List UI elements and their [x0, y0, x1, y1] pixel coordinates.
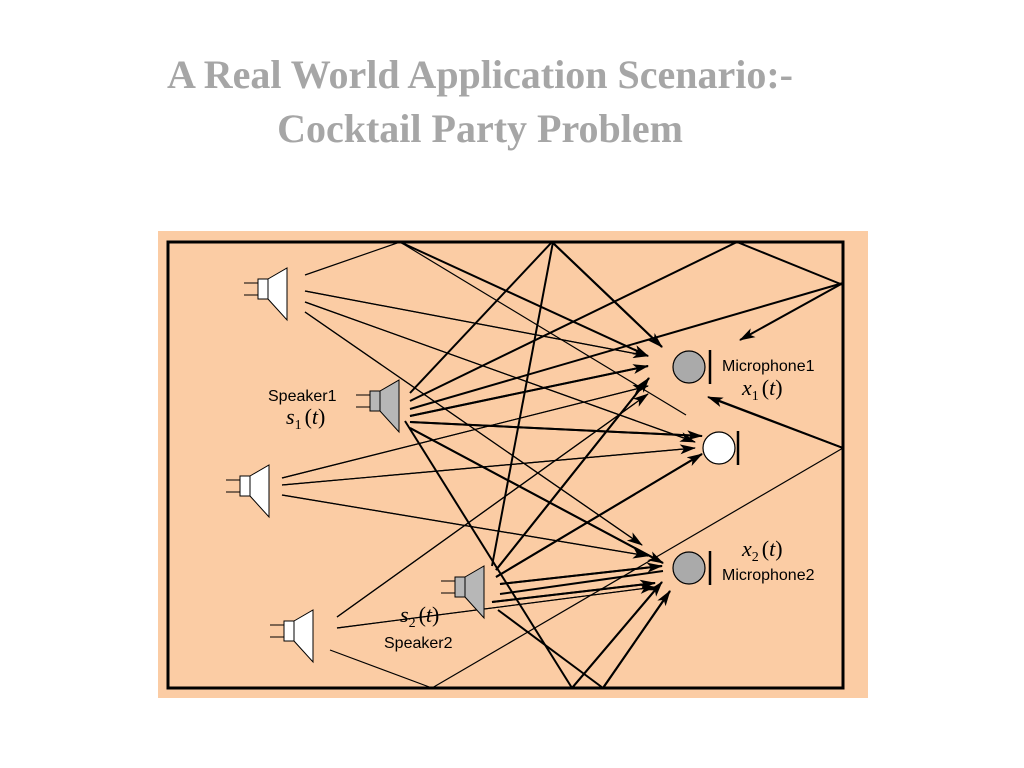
title-line-2: Cocktail Party Problem — [277, 106, 683, 151]
arrow — [739, 282, 844, 341]
arrow — [336, 583, 656, 629]
speaker-icon — [441, 565, 485, 620]
arrow — [495, 377, 650, 571]
slide-title: A Real World Application Scenario:- Cock… — [0, 48, 960, 156]
microphone2-label: Microphone2 — [722, 567, 815, 584]
arrow — [707, 396, 844, 449]
arrow — [499, 562, 663, 585]
room-walls — [166, 240, 845, 690]
path-line — [497, 609, 604, 689]
arrow — [409, 427, 664, 564]
microphone-icon — [702, 431, 740, 465]
path-line — [491, 241, 554, 567]
arrow — [495, 453, 703, 578]
arrow — [281, 444, 696, 486]
speaker-icon — [226, 464, 270, 519]
path-line — [409, 241, 553, 394]
microphone-icon — [672, 350, 712, 384]
speaker1-signal: s1(t) — [286, 404, 325, 433]
arrow-group — [281, 241, 844, 689]
arrow — [304, 311, 643, 546]
speaker-icon — [270, 609, 314, 664]
path-line — [329, 649, 433, 689]
speaker2-signal: s2(t) — [400, 602, 439, 631]
path-line — [499, 570, 664, 595]
microphone1-signal: x1(t) — [741, 375, 783, 404]
arrow — [409, 364, 649, 417]
speaker2-label: Speaker2 — [384, 635, 453, 652]
arrow — [281, 384, 649, 479]
title-line-1: A Real World Application Scenario:- — [167, 52, 793, 97]
arrow — [571, 581, 663, 689]
speaker-icon — [244, 267, 288, 322]
path-line — [736, 241, 844, 286]
microphone-icon — [672, 551, 712, 585]
speaker1-label: Speaker1 — [268, 388, 337, 405]
arrow — [491, 579, 656, 603]
microphone2-signal: x2(t) — [741, 536, 783, 565]
arrow — [602, 590, 671, 689]
arrow — [304, 290, 649, 359]
arrow — [409, 421, 703, 441]
arrow — [304, 301, 696, 443]
arrow — [399, 241, 649, 357]
path-line — [304, 241, 401, 276]
microphone1-label: Microphone1 — [722, 358, 815, 375]
speaker-icon — [356, 379, 400, 434]
arrow — [551, 241, 663, 348]
